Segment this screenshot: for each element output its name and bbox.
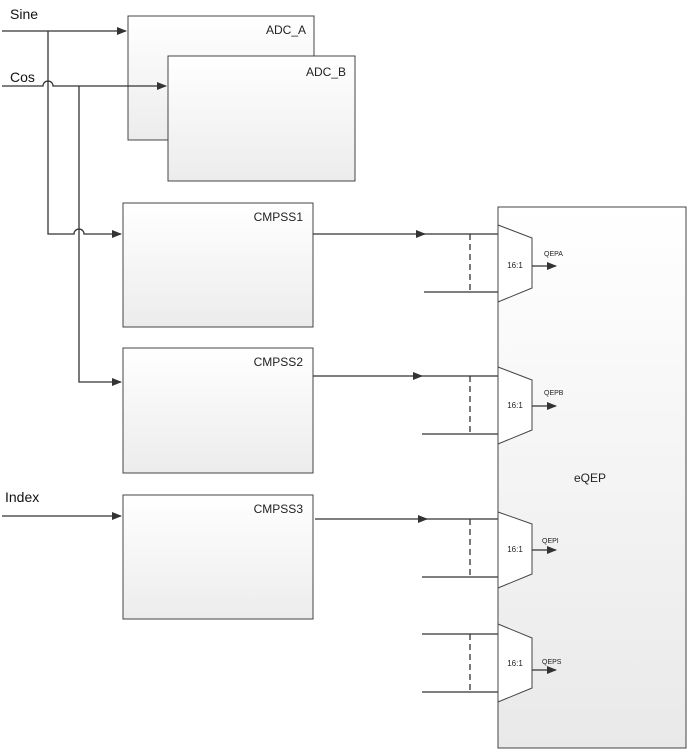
mux-qeps-label: 16:1 xyxy=(507,659,523,668)
cmpss3-block xyxy=(122,494,314,620)
mux-qepi-label: 16:1 xyxy=(507,545,523,554)
sine-input-label: Sine xyxy=(10,6,38,22)
mux-qeps: 16:1 QEPS xyxy=(422,623,562,703)
cmpss1-block xyxy=(122,202,314,328)
qepb-output-label: QEPB xyxy=(544,390,564,397)
qepa-output-label: QEPA xyxy=(544,251,563,258)
cos-to-adc-b-wire xyxy=(2,80,167,90)
sine-to-cmpss1-wire xyxy=(47,31,122,238)
eqep-label: eQEP xyxy=(574,471,606,485)
mux-qepi: 16:1 QEPI xyxy=(420,511,559,589)
index-input-label: Index xyxy=(5,489,39,505)
cos-to-cmpss2-wire xyxy=(78,86,122,386)
adc-b-label: ADC_B xyxy=(306,65,346,79)
mux-qepb: 16:1 QEPB xyxy=(420,366,564,445)
mux-qepa: 16:1 QEPA xyxy=(420,224,563,303)
mux-qepb-label: 16:1 xyxy=(507,401,523,410)
qeps-output-label: QEPS xyxy=(542,659,562,666)
adc-b-block xyxy=(167,55,356,182)
cmpss2-label: CMPSS2 xyxy=(254,355,304,369)
cmpss3-label: CMPSS3 xyxy=(254,502,304,516)
qepi-output-label: QEPI xyxy=(542,538,559,545)
cos-input-label: Cos xyxy=(10,69,35,85)
cmpss2-block xyxy=(122,347,314,474)
mux-qepa-label: 16:1 xyxy=(507,261,523,270)
adc-a-label: ADC_A xyxy=(266,23,306,37)
cmpss1-label: CMPSS1 xyxy=(254,210,304,224)
